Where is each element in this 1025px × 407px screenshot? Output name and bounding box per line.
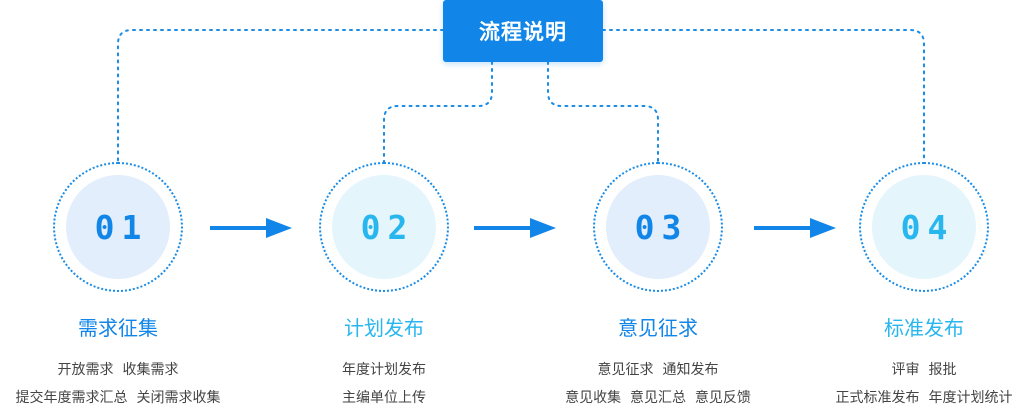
step-desc-line: 开放需求 收集需求 [57, 362, 179, 378]
step-01: 01 [53, 162, 183, 292]
step-02: 02 [319, 162, 449, 292]
step-ring [593, 162, 723, 292]
step-disc: 01 [66, 175, 170, 279]
step-number: 03 [634, 207, 689, 247]
step-title: 计划发布 [344, 316, 424, 340]
connector-header-to-step3 [547, 61, 659, 163]
flow-header-label: 流程说明 [479, 20, 567, 44]
connector-header-to-step4 [602, 29, 925, 163]
step-03: 03 [593, 162, 723, 292]
step-disc: 04 [872, 175, 976, 279]
step-title: 标准发布 [884, 316, 964, 340]
flow-header-box: 流程说明 [443, 0, 603, 62]
step-desc-line: 评审 报批 [891, 362, 957, 378]
step-disc: 03 [606, 175, 710, 279]
step-title: 需求征集 [78, 316, 158, 340]
step-number: 02 [360, 207, 415, 247]
step-desc-line: 意见收集 意见汇总 意见反馈 [565, 390, 751, 406]
connector-header-to-step1 [117, 29, 444, 163]
step-desc-line: 提交年度需求汇总 关闭需求收集 [15, 390, 221, 406]
step-desc-line: 主编单位上传 [342, 390, 426, 406]
step-desc-line: 正式标准发布 年度计划统计 [835, 390, 1013, 406]
step-ring [859, 162, 989, 292]
step-ring [319, 162, 449, 292]
step-desc-line: 年度计划发布 [342, 362, 426, 378]
step-number: 01 [94, 207, 149, 247]
step-04: 04 [859, 162, 989, 292]
step-desc-line: 意见征求 通知发布 [597, 362, 719, 378]
arrow-right-icon [210, 218, 292, 238]
step-ring [53, 162, 183, 292]
step-title: 意见征求 [618, 316, 698, 340]
step-disc: 02 [332, 175, 436, 279]
arrow-right-icon [754, 218, 836, 238]
arrow-right-icon [474, 218, 556, 238]
connector-header-to-step2 [383, 61, 493, 163]
step-number: 04 [900, 207, 955, 247]
